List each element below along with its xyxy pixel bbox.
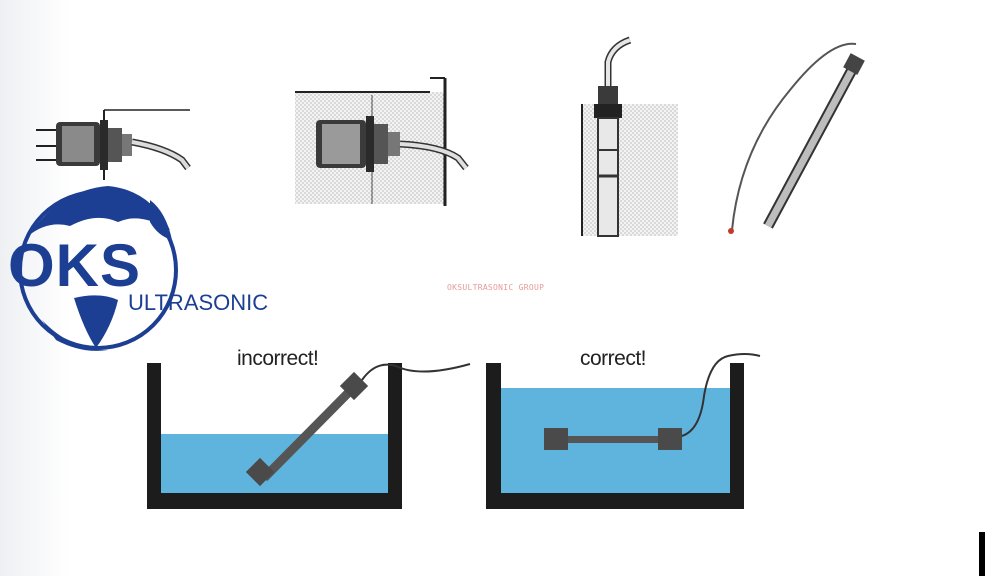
rod-transducer-sketch — [728, 42, 865, 234]
vertical-mount-sketch — [581, 36, 678, 237]
incorrect-label: incorrect! — [237, 347, 319, 370]
left-background-fade — [0, 0, 70, 576]
correct-label: correct! — [580, 347, 647, 370]
flange-mount-sketch — [36, 109, 191, 180]
incorrect-tank — [147, 363, 471, 509]
globe-logo-icon — [18, 186, 178, 351]
edge-bar — [979, 532, 985, 576]
logo-subtitle: ULTRASONIC — [128, 290, 269, 315]
watermark-text: OKSULTRASONIC GROUP — [447, 283, 545, 292]
correct-tank — [486, 353, 761, 509]
tank-wall-mount-sketch — [295, 77, 469, 206]
logo-name: OKS — [8, 232, 142, 299]
